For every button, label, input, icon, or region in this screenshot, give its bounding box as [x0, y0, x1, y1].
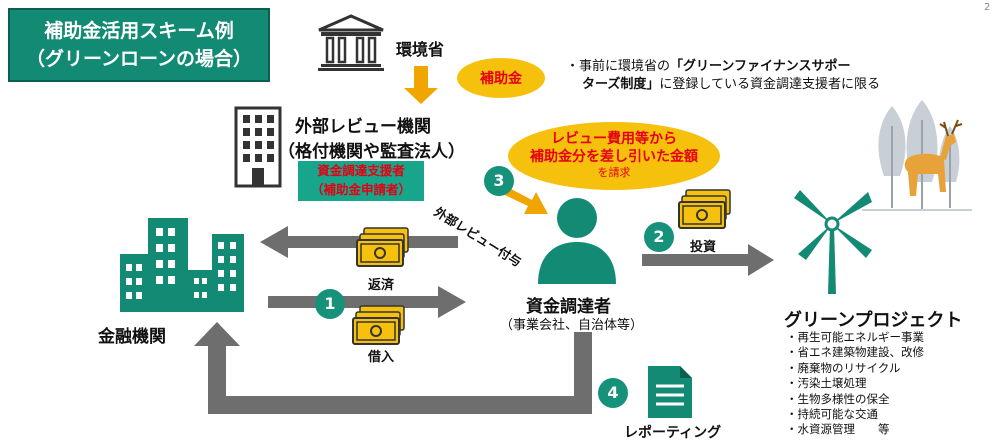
government-building-icon — [318, 14, 384, 71]
cost-bubble-line2: 補助金分を差し引いた金額 — [530, 149, 698, 165]
project-item: ・再生可能エネルギー事業 — [786, 330, 924, 344]
note-line2-bold: ターズ制度」 — [582, 77, 660, 92]
note-line2-suffix: に登録している資金調達支援者に限る — [659, 77, 880, 92]
investment-label: 投資 — [690, 240, 717, 255]
repayment-label: 返済 — [368, 278, 395, 293]
raiser-sublabel: （事業会社、自治体等） — [500, 318, 644, 333]
project-item: ・水資源管理 等 — [786, 422, 890, 437]
subsidy-label: 補助金 — [480, 71, 522, 87]
note-line1-prefix: ・事前に環境省の — [566, 59, 671, 74]
applicant-badge: 資金調達支援者 （補助金申請者） — [298, 161, 424, 201]
project-item: ・廃棄物のリサイクル — [786, 360, 901, 375]
green-project-title: グリーンプロジェクト — [784, 310, 963, 331]
green-project-list: ・再生可能エネルギー事業 ・省エネ建築物建設、改修 ・廃棄物のリサイクル ・汚染… — [786, 330, 924, 438]
page-number: 2 — [984, 2, 991, 13]
money-bills-icon-investment — [678, 189, 731, 229]
ministry-label: 環境省 — [396, 40, 445, 59]
reporting-arrow — [194, 322, 592, 414]
applicant-badge-line1: 資金調達支援者 — [317, 163, 405, 178]
windmill-icon — [794, 190, 872, 294]
scheme-title-line2: （グリーンローンの場合） — [25, 48, 253, 70]
step-3-badge: 3 — [484, 166, 514, 196]
subsidy-bubble: 補助金 — [457, 58, 545, 98]
cost-bubble: レビュー費用等から 補助金分を差し引いた金額 を請求 — [508, 122, 720, 190]
project-item: ・生物多様性の保全 — [786, 391, 890, 406]
raiser-label: 資金調達者 — [526, 297, 611, 317]
note-line1-bold: 「グリーンファイナンスサポー — [670, 59, 851, 74]
applicant-badge-line2: （補助金申請者） — [310, 182, 411, 197]
loan-label: 借入 — [368, 350, 395, 365]
scheme-title: 補助金活用スキーム例 （グリーンローンの場合） — [8, 8, 270, 82]
reviewer-sublabel: （格付機関や監査法人） — [278, 142, 465, 162]
reviewer-label: 外部レビュー機関 — [295, 117, 431, 137]
project-item: ・持続可能な交通 — [786, 407, 878, 422]
person-icon — [538, 198, 616, 284]
investment-arrow — [642, 244, 774, 276]
step-4-badge: 4 — [598, 378, 628, 408]
cost-bubble-line1: レビュー費用等から — [551, 131, 677, 147]
subsidy-arrow — [404, 66, 438, 104]
scheme-title-line1: 補助金活用スキーム例 — [44, 20, 234, 42]
step-1-badge: 1 — [315, 289, 345, 319]
money-bills-icon-loan — [352, 305, 405, 345]
loan-arrow — [268, 286, 466, 318]
cost-bubble-line3: を請求 — [597, 166, 631, 179]
forest-deer-icon — [862, 100, 972, 211]
project-item: ・省エネ建築物建設、改修 — [786, 345, 924, 360]
step-2-badge: 2 — [644, 222, 674, 252]
project-item: ・汚染土壌処理 — [786, 376, 867, 391]
report-document-icon — [648, 366, 692, 418]
bank-label: 金融機関 — [98, 327, 166, 347]
office-building-icon — [234, 106, 282, 188]
bank-buildings-icon — [120, 218, 244, 312]
money-bills-icon — [356, 227, 409, 267]
eligibility-note: ・事前に環境省の「グリーンファイナンスサポー ターズ制度」に登録している資金調達… — [566, 58, 880, 94]
reporting-label: レポーティング — [624, 425, 722, 441]
